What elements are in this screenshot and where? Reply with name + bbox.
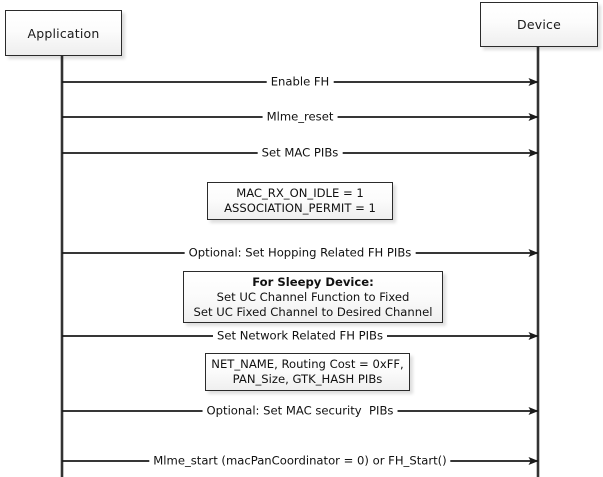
note-line: Set UC Channel Function to Fixed bbox=[216, 289, 410, 304]
note-line: PAN_Size, GTK_HASH PIBs bbox=[232, 372, 383, 386]
message-label: Set MAC PIBs bbox=[257, 146, 343, 160]
message-label: Optional: Set Hopping Related FH PIBs bbox=[184, 246, 416, 260]
lifeline-header-application[interactable]: Application bbox=[5, 10, 122, 56]
message-label: Mlme_start (macPanCoordinator = 0) or FH… bbox=[149, 454, 451, 468]
note-line: ASSOCIATION_PERMIT = 1 bbox=[224, 201, 376, 215]
lifeline-label: Application bbox=[27, 25, 100, 41]
note-line: MAC_RX_ON_IDLE = 1 bbox=[236, 186, 364, 200]
message-label: Enable FH bbox=[266, 75, 334, 89]
note-network-pib-note[interactable]: NET_NAME, Routing Cost = 0xFF,PAN_Size, … bbox=[205, 353, 410, 391]
lifeline-header-device[interactable]: Device bbox=[480, 2, 598, 47]
lifeline-label: Device bbox=[517, 17, 561, 32]
message-label: Set Network Related FH PIBs bbox=[212, 329, 388, 343]
note-sleepy-device-note[interactable]: For Sleepy Device:Set UC Channel Functio… bbox=[183, 271, 443, 323]
note-line: Set UC Fixed Channel to Desired Channel bbox=[193, 304, 433, 319]
message-label: Optional: Set MAC security PIBs bbox=[202, 404, 398, 418]
note-line: For Sleepy Device: bbox=[252, 274, 374, 289]
message-label: Mlme_reset bbox=[262, 110, 338, 124]
note-line: NET_NAME, Routing Cost = 0xFF, bbox=[211, 357, 404, 371]
